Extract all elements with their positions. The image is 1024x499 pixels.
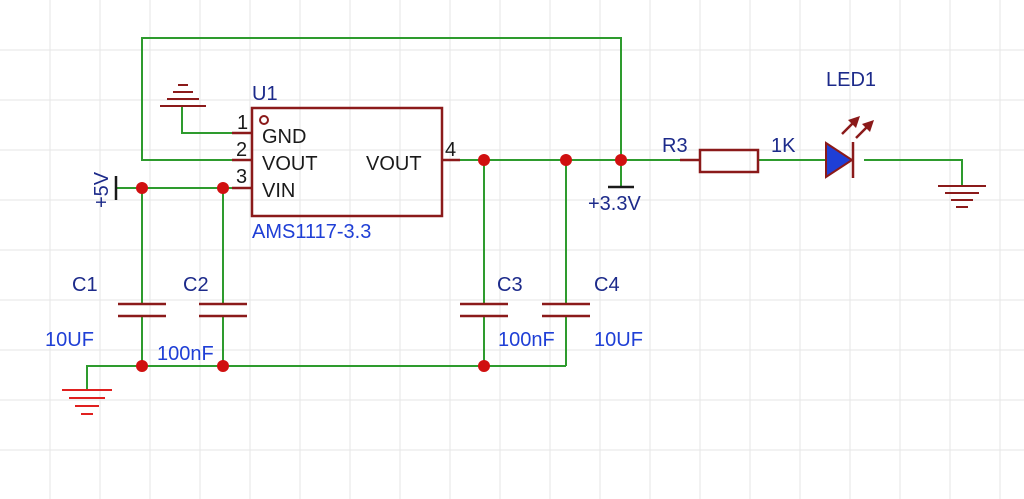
power-port-3v3[interactable]: +3.3V [588,185,641,215]
c3-designator: C3 [497,274,523,296]
c2-value: 100nF [157,343,214,365]
c1-designator: C1 [72,274,98,296]
power-port-5v[interactable]: +5V [91,171,118,208]
junction-dot [136,182,148,194]
c1-value: 10UF [45,329,94,351]
wire-pin2-to-3v3-loop [141,37,622,161]
net-label-3v3: +3.3V [588,193,641,215]
net-label-5v: +5V [91,171,113,208]
led1-designator: LED1 [826,69,876,91]
u1-pin1-number: 1 [237,112,248,134]
u1-part-number: AMS1117-3.3 [252,221,371,243]
junction-dot [136,360,148,372]
junction-dot [478,154,490,166]
junctions [136,154,627,372]
wire-ground-rail [86,365,566,390]
capacitor-c2[interactable]: C2 100nF [157,274,247,365]
junction-dot [560,154,572,166]
wires [86,37,963,390]
r3-designator: R3 [662,135,688,157]
c4-value: 10UF [594,329,643,351]
u1-pin2-name: VOUT [262,153,318,175]
led1-arrowhead-1 [848,116,860,128]
ground-symbol-led[interactable] [938,185,986,208]
junction-dot [478,360,490,372]
c3-value: 100nF [498,329,555,351]
ground-symbol-caps[interactable] [62,389,112,415]
u1-regulator[interactable]: U1 AMS1117-3.3 1 2 3 4 GND VOUT VIN VOUT [232,83,460,243]
u1-pin4-number: 4 [445,139,456,161]
resistor-r3[interactable]: R3 1K [662,135,796,174]
u1-pin1-name: GND [262,126,306,148]
u1-pin3-name: VIN [262,180,295,202]
junction-dot [615,154,627,166]
led1-arrowhead-2 [862,120,874,132]
u1-pin3-number: 3 [236,166,247,188]
r3-value: 1K [771,135,796,157]
u1-pin2-number: 2 [236,139,247,161]
u1-designator: U1 [252,83,278,105]
capacitor-c1[interactable]: C1 10UF [45,274,166,351]
c2-designator: C2 [183,274,209,296]
u1-pin4-name: VOUT [366,153,422,175]
junction-dot [217,360,229,372]
wire-led-to-gnd [864,159,963,186]
junction-dot [217,182,229,194]
ground-symbol-u1[interactable] [160,84,206,107]
u1-pin1-marker [259,115,269,125]
capacitor-c4[interactable]: C4 10UF [542,274,643,351]
wire-gnd-to-pin1 [181,106,232,134]
led-led1[interactable]: LED1 [825,69,876,179]
c4-designator: C4 [594,274,620,296]
capacitor-c3[interactable]: C3 100nF [460,274,555,351]
r3-body [698,148,760,174]
led1-triangle [825,141,854,179]
u1-body [250,106,444,218]
